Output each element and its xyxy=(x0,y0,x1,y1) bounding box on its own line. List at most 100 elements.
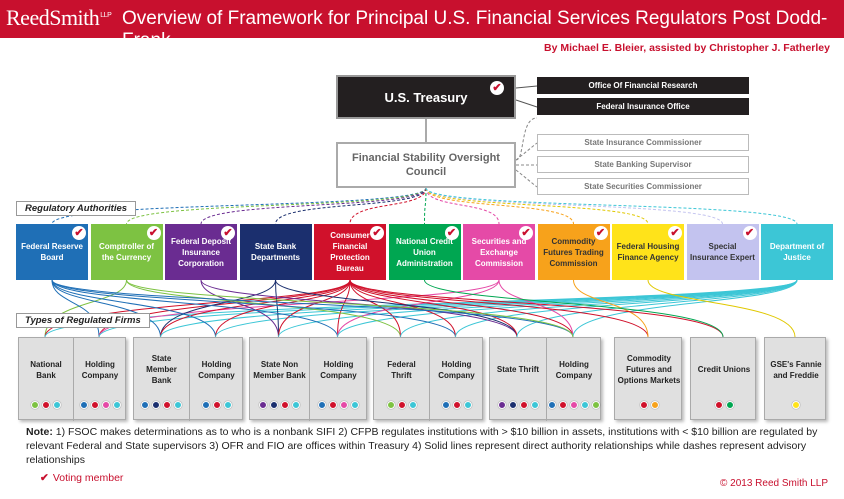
regulator-dot xyxy=(386,401,395,409)
regulator-to-firm-line xyxy=(349,279,456,338)
regulator-dot xyxy=(463,401,472,409)
regulator-to-firm-line xyxy=(200,279,279,338)
regulator-label: Commodity Futures Trading Commission xyxy=(543,236,604,268)
voting-member-legend: ✔Voting member xyxy=(40,472,124,484)
fsoc-to-regulator-line xyxy=(51,187,427,225)
us-treasury-box: U.S. Treasury ✔ xyxy=(336,75,516,119)
regulator-dot xyxy=(259,401,267,409)
copyright: © 2013 Reed Smith LLP xyxy=(720,478,828,489)
regulator-dot xyxy=(340,401,348,409)
firm-group: State Thrift Holding Company xyxy=(489,337,602,421)
regulatory-authorities-label: Regulatory Authorities xyxy=(16,201,137,216)
firm-holding-company: Holding Company xyxy=(546,338,602,421)
regulator-dot xyxy=(570,401,578,409)
regulator-dot xyxy=(497,401,506,409)
regulator-dot xyxy=(452,401,461,409)
voting-check-icon: ✔ xyxy=(490,81,504,95)
regulator-dot xyxy=(559,401,567,409)
regulator-dots xyxy=(386,401,417,409)
regulator-dot xyxy=(141,401,149,409)
regulator-federal-deposit-insurance-corporation: Federal Deposit Insurance Corporation✔ xyxy=(165,224,237,280)
regulator-dot xyxy=(79,401,88,409)
regulator-federal-reserve-board: Federal Reserve Board ✔ xyxy=(16,224,88,280)
fsoc-advisory-line xyxy=(515,117,538,161)
regulator-dot xyxy=(351,401,359,409)
regulator-national-credit-union-administration: National Credit Union Administration✔ xyxy=(388,224,461,280)
regulator-dot xyxy=(101,401,110,409)
voting-check-icon: ✔ xyxy=(519,226,533,240)
regulator-to-firm-line xyxy=(337,279,798,338)
regulator-dot xyxy=(397,401,406,409)
treasury-to-fio-line xyxy=(515,99,538,108)
regulator-to-firm-line xyxy=(126,279,401,338)
regulator-to-firm-line xyxy=(349,279,724,338)
regulator-dot xyxy=(270,401,278,409)
regulator-to-firm-line xyxy=(200,279,518,338)
regulator-dot xyxy=(508,401,517,409)
voting-check-icon: ✔ xyxy=(72,226,86,240)
firm-label: State Thrift xyxy=(496,365,540,374)
fsoc-to-regulator-line xyxy=(425,187,649,225)
regulator-to-firm-line xyxy=(51,279,456,338)
regulator-dots xyxy=(79,401,121,409)
regulator-to-firm-line xyxy=(516,279,798,338)
regulator-label: Federal Housing Finance Agency xyxy=(616,242,680,262)
regulator-label: Federal Deposit Insurance Corporation xyxy=(170,236,231,268)
firm-label: National Bank xyxy=(30,359,62,380)
firm-divider xyxy=(189,338,190,421)
state-banking-supervisor-box: State Banking Supervisor xyxy=(537,156,749,173)
regulator-dots xyxy=(318,401,359,409)
voting-check-icon: ✔ xyxy=(742,226,757,240)
types-of-regulated-firms-label: Types of Regulated Firms xyxy=(16,313,150,328)
regulator-label: Special Insurance Expert xyxy=(690,242,755,262)
fsoc-to-regulator-line xyxy=(425,187,798,225)
regulator-label: Consumer Financial Protection Bureau xyxy=(330,231,370,273)
regulator-special-insurance-expert: Special Insurance Expert ✔ xyxy=(686,224,759,280)
firm-label: Commodity Futures and Options Markets xyxy=(617,354,681,385)
regulator-dot xyxy=(223,401,232,409)
firm-holding-company: Holding Company xyxy=(189,338,244,421)
regulator-dot xyxy=(639,401,648,409)
regulator-commodity-futures-trading-commission: Commodity Futures Trading Commission✔ xyxy=(537,224,610,280)
regulator-to-firm-line xyxy=(400,279,798,338)
regulator-dots xyxy=(639,401,659,409)
regulator-dot xyxy=(212,401,221,409)
firm-divider xyxy=(73,338,74,421)
firm-group: Commodity Futures and Options Markets xyxy=(614,337,682,420)
regulator-label: State Bank Departments xyxy=(251,242,300,262)
regulator-to-firm-line xyxy=(51,279,338,338)
reed-smith-logo: ReedSmithLLP xyxy=(6,5,112,30)
regulator-dot xyxy=(163,401,171,409)
firm-state-non-member-bank: State Non Member Bank xyxy=(250,338,309,421)
regulator-dot xyxy=(650,401,659,409)
regulator-dot xyxy=(792,401,800,409)
firm-label: Credit Unions xyxy=(697,365,751,374)
firm-holding-company: Holding Company xyxy=(73,338,127,421)
regulator-to-firm-line xyxy=(349,279,401,338)
regulator-dot xyxy=(725,401,734,409)
regulator-dot xyxy=(90,401,99,409)
footnote: Note: 1) FSOC makes determinations as to… xyxy=(26,426,818,466)
federal-insurance-office-box: Federal Insurance Office xyxy=(537,98,749,115)
regulator-dots xyxy=(141,401,182,409)
fsoc-to-regulator-line xyxy=(425,187,574,225)
fsoc-to-regulator-line xyxy=(349,187,427,225)
fsoc-to-regulator-line xyxy=(425,187,723,225)
regulator-dot xyxy=(318,401,326,409)
regulator-dot xyxy=(519,401,528,409)
regulator-label: Securities and Exchange Commission xyxy=(471,236,527,268)
regulator-label: Comptroller of the Currency xyxy=(98,242,155,262)
regulator-dots xyxy=(201,401,232,409)
treasury-to-ofr-line xyxy=(515,85,538,89)
regulator-label: Federal Reserve Board xyxy=(21,242,83,262)
regulator-dot xyxy=(281,401,289,409)
fsoc-to-regulator-line xyxy=(200,187,427,225)
firm-label: Holding Company xyxy=(438,359,475,380)
firm-label: Holding Company xyxy=(320,359,357,380)
regulator-to-firm-line xyxy=(349,279,518,338)
regulator-comptroller-of-the-currency: Comptroller of the Currency✔ xyxy=(90,224,163,280)
regulator-federal-housing-finance-agency: Federal Housing Finance Agency✔ xyxy=(612,224,684,280)
regulator-to-firm-line xyxy=(51,279,574,338)
firm-divider xyxy=(429,338,430,421)
regulator-dot xyxy=(112,401,121,409)
